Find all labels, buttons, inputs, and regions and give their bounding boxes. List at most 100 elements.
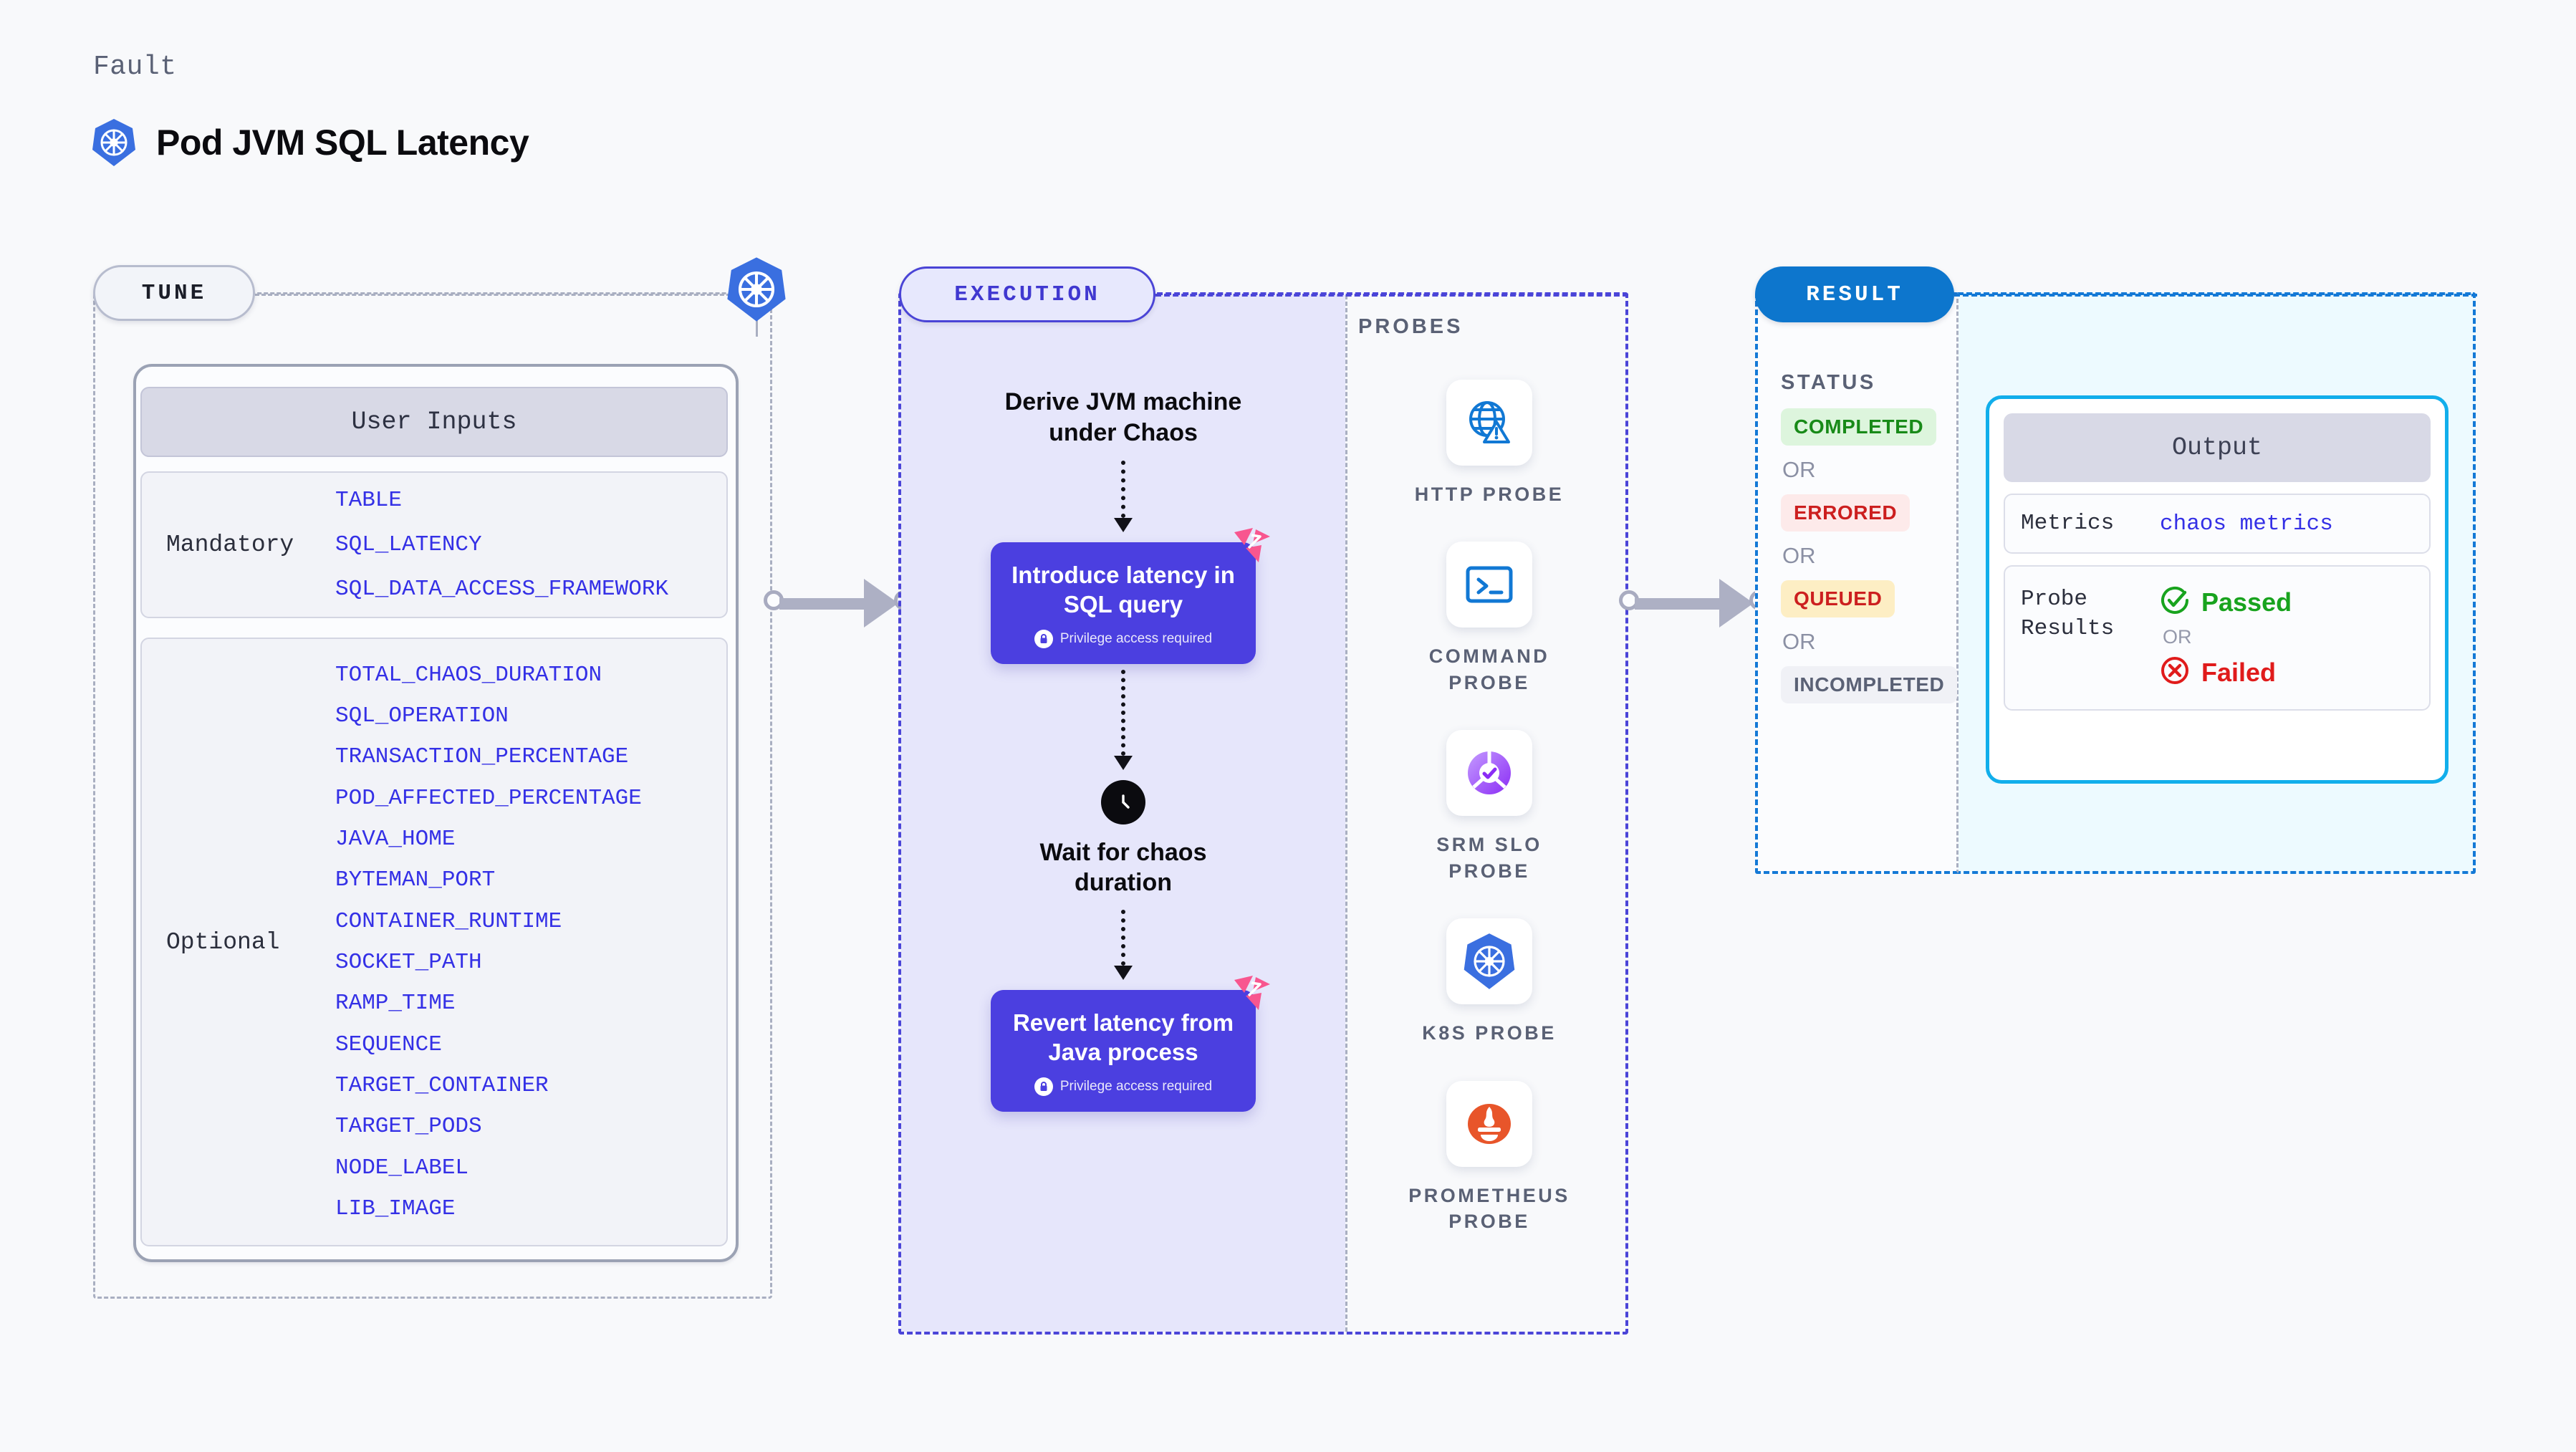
param-item[interactable]: POD_AFFECTED_PERCENTAGE xyxy=(335,785,642,811)
tune-link-line xyxy=(255,294,756,296)
terminal-icon xyxy=(1446,542,1532,628)
probe-result-failed: Failed xyxy=(2160,655,2292,689)
param-item[interactable]: RAMP_TIME xyxy=(335,991,456,1016)
page-title-row: Pod JVM SQL Latency xyxy=(92,118,529,167)
metrics-key: Metrics xyxy=(2021,511,2115,536)
optional-param-list: TOTAL_CHAOS_DURATION SQL_OPERATION TRANS… xyxy=(335,655,642,1230)
litmus-chaos-icon xyxy=(1230,527,1273,567)
privilege-note-text: Privilege access required xyxy=(1059,1078,1213,1094)
tune-region xyxy=(93,292,772,1299)
flow-arrow xyxy=(1114,909,1133,980)
probes-list: HTTP PROBE COMMAND PROBE xyxy=(1354,380,1625,1235)
param-item[interactable]: TARGET_CONTAINER xyxy=(335,1073,549,1099)
param-item[interactable]: TRANSACTION_PERCENTAGE xyxy=(335,744,629,770)
probe-item-http[interactable]: HTTP PROBE xyxy=(1415,380,1565,507)
probe-item-command[interactable]: COMMAND PROBE xyxy=(1429,542,1549,696)
execution-step-text: Wait for chaos duration xyxy=(1039,838,1207,897)
prometheus-icon xyxy=(1446,1080,1532,1167)
srm-slo-icon xyxy=(1446,730,1532,817)
param-item[interactable]: SEQUENCE xyxy=(335,1032,442,1057)
result-link-line xyxy=(1954,294,2477,297)
probe-item-k8s[interactable]: K8S PROBE xyxy=(1422,918,1557,1046)
litmus-chaos-icon xyxy=(1230,974,1273,1014)
privilege-note: Privilege access required xyxy=(1004,1077,1243,1096)
check-circle-icon xyxy=(2160,585,2190,619)
kubernetes-icon xyxy=(92,118,136,167)
status-label: STATUS xyxy=(1781,371,1876,394)
param-item[interactable]: JAVA_HOME xyxy=(335,826,456,852)
param-item[interactable]: SQL_OPERATION xyxy=(335,703,509,729)
probe-label: HTTP PROBE xyxy=(1414,484,1565,505)
failed-label: Failed xyxy=(2201,657,2277,687)
param-item[interactable]: TABLE xyxy=(335,487,403,513)
probes-section-label: PROBES xyxy=(1358,315,1464,338)
or-separator: OR xyxy=(1782,629,1816,654)
probe-item-prometheus[interactable]: PROMETHEUS PROBE xyxy=(1408,1080,1570,1235)
probe-label: SRM SLO PROBE xyxy=(1436,834,1542,882)
probes-divider xyxy=(1345,295,1347,1332)
param-item[interactable]: TARGET_PODS xyxy=(335,1114,482,1140)
param-item[interactable]: TOTAL_CHAOS_DURATION xyxy=(335,662,602,688)
param-item[interactable]: CONTAINER_RUNTIME xyxy=(335,908,562,934)
execution-box-title: Revert latency from Java process xyxy=(1012,1009,1234,1065)
probe-label: K8S PROBE xyxy=(1422,1022,1557,1044)
param-item[interactable]: LIB_IMAGE xyxy=(335,1196,456,1222)
probe-label: PROMETHEUS PROBE xyxy=(1408,1184,1570,1233)
flow-arrow xyxy=(1114,669,1133,770)
execution-section-pill[interactable]: EXECUTION xyxy=(899,266,1155,322)
probe-results-values: Passed OR Failed xyxy=(2160,585,2292,689)
execution-box-title: Introduce latency in SQL query xyxy=(1011,562,1235,617)
lock-icon xyxy=(1034,1077,1053,1096)
output-card: Output Metrics chaos metrics Probe Resul… xyxy=(1986,395,2448,784)
status-badge: ERRORED xyxy=(1781,494,1911,532)
tune-section-pill[interactable]: TUNE xyxy=(93,265,255,321)
execution-step-text: Derive JVM machine under Chaos xyxy=(1004,388,1242,446)
tune-marker-stem xyxy=(756,308,758,337)
user-inputs-header: User Inputs xyxy=(140,387,728,457)
page-title: Pod JVM SQL Latency xyxy=(156,122,529,163)
execution-action-box[interactable]: Revert latency from Java process Privile… xyxy=(991,975,1270,1112)
param-item[interactable]: NODE_LABEL xyxy=(335,1155,469,1181)
globe-warning-icon xyxy=(1446,380,1532,466)
optional-group-label: Optional xyxy=(166,928,280,956)
param-item[interactable]: SQL_LATENCY xyxy=(335,532,482,557)
status-badge: INCOMPLETED xyxy=(1781,666,1958,703)
param-item[interactable]: SOCKET_PATH xyxy=(335,950,482,975)
metrics-row: Metrics chaos metrics xyxy=(2004,494,2431,554)
mandatory-param-list: TABLE SQL_LATENCY SQL_DATA_ACCESS_FRAMEW… xyxy=(335,479,668,612)
probe-label: COMMAND PROBE xyxy=(1428,645,1550,693)
mandatory-group-label: Mandatory xyxy=(166,532,294,558)
x-circle-icon xyxy=(2160,655,2190,689)
execution-flow: Derive JVM machine under Chaos Introduce… xyxy=(901,387,1345,1112)
probe-item-srm-slo[interactable]: SRM SLO PROBE xyxy=(1436,730,1542,884)
optional-params-group: Optional TOTAL_CHAOS_DURATION SQL_OPERAT… xyxy=(140,638,728,1246)
probe-results-key: Probe Results xyxy=(2021,587,2115,641)
execution-link-line xyxy=(1155,294,1628,297)
result-section-pill[interactable]: RESULT xyxy=(1755,266,1954,322)
fault-eyebrow-label: Fault xyxy=(93,52,177,82)
clock-icon xyxy=(1101,779,1145,824)
passed-label: Passed xyxy=(2201,587,2292,617)
param-item[interactable]: SQL_DATA_ACCESS_FRAMEWORK xyxy=(335,576,669,602)
flow-arrow xyxy=(1114,461,1133,532)
connector-execution-to-result xyxy=(1619,579,1769,628)
kubernetes-icon xyxy=(1446,918,1532,1005)
kubernetes-icon xyxy=(726,256,787,326)
metrics-value[interactable]: chaos metrics xyxy=(2160,511,2333,537)
param-item[interactable]: BYTEMAN_PORT xyxy=(335,867,496,893)
or-separator: OR xyxy=(1782,457,1816,482)
status-badge: QUEUED xyxy=(1781,580,1895,617)
mandatory-params-group: Mandatory TABLE SQL_LATENCY SQL_DATA_ACC… xyxy=(140,471,728,618)
execution-action-box[interactable]: Introduce latency in SQL query Privilege… xyxy=(991,528,1270,664)
or-separator: OR xyxy=(2163,626,2192,648)
probe-results-row: Probe Results Passed OR xyxy=(2004,565,2431,711)
or-separator: OR xyxy=(1782,543,1816,568)
privilege-note-text: Privilege access required xyxy=(1059,630,1213,646)
probe-result-passed: Passed xyxy=(2160,585,2292,619)
status-badge: COMPLETED xyxy=(1781,408,1937,446)
status-badge-stack: COMPLETED OR ERRORED OR QUEUED OR INCOMP… xyxy=(1781,408,1958,703)
lock-icon xyxy=(1034,629,1053,648)
privilege-note: Privilege access required xyxy=(1004,629,1243,648)
connector-tune-to-execution xyxy=(764,579,914,628)
output-header: Output xyxy=(2004,413,2431,482)
